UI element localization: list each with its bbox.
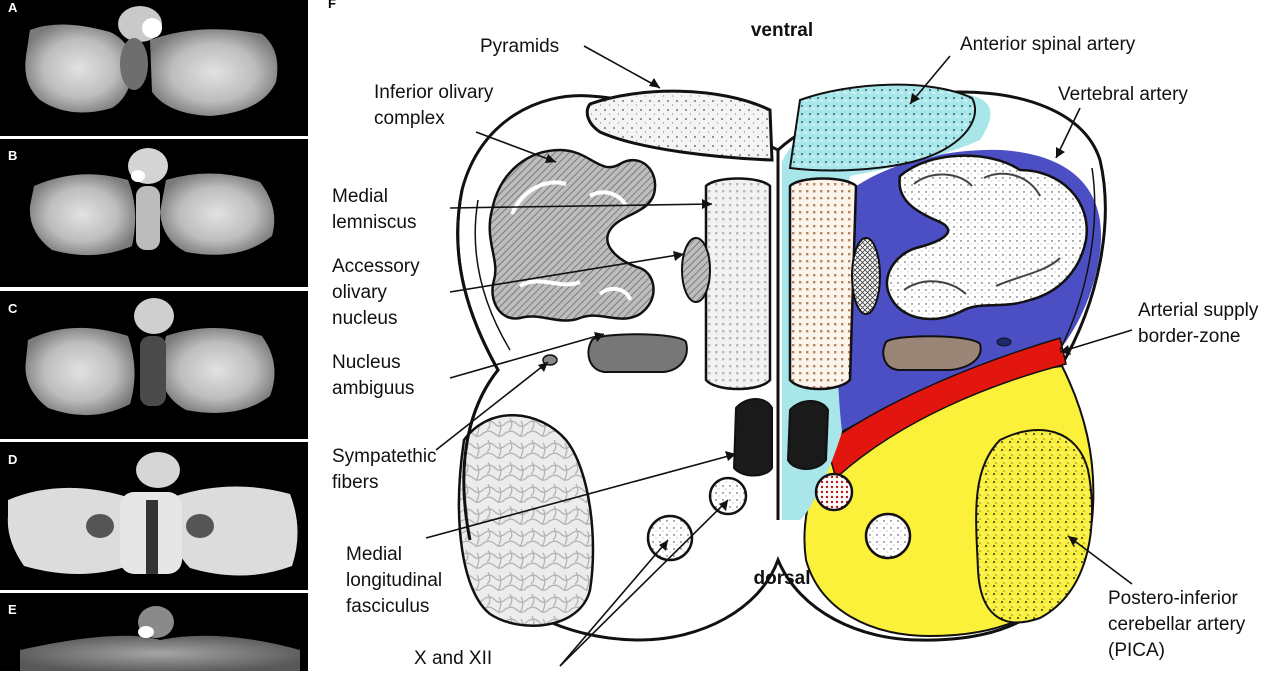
left-pyramid [585, 89, 774, 162]
panel-letter-a: A [8, 0, 18, 15]
label-accessory-olivary-2: olivary [332, 282, 387, 303]
label-border-zone-1: Arterial supply [1138, 300, 1259, 321]
label-mlf-3: fasciculus [346, 596, 429, 617]
label-pica-1: Postero-inferior [1108, 588, 1239, 609]
label-medial-lemniscus-2: lemniscus [332, 212, 416, 233]
label-vertebral-artery: Vertebral artery [1058, 84, 1188, 105]
left-mlf [732, 398, 773, 477]
right-mlf [786, 400, 830, 470]
panel-letter-c: C [8, 301, 18, 316]
right-nucleus-ambiguus [882, 335, 982, 371]
panel-letter-d: D [8, 452, 17, 467]
left-accessory-olivary-nucleus [681, 237, 711, 303]
label-accessory-olivary-3: nucleus [332, 308, 398, 329]
border-zone-band [825, 337, 1067, 480]
right-nucleus-xii [864, 512, 912, 560]
label-nucleus-ambiguus-1: Nucleus [332, 352, 401, 373]
right-sympathetic-fibers [996, 337, 1012, 347]
left-nucleus-x [708, 476, 748, 516]
label-mlf-1: Medial [346, 544, 402, 565]
leader-lines [425, 45, 1133, 667]
left-medial-lemniscus [704, 177, 772, 391]
label-sympathetic-1: Sympatethic [332, 446, 437, 467]
mri-panel-d: D [0, 442, 308, 590]
panel-letter-b: B [8, 148, 17, 163]
arrowheads [538, 78, 1078, 551]
mri-panel-a: A [0, 0, 308, 136]
label-border-zone-2: border-zone [1138, 326, 1240, 347]
right-accessory-olivary-nucleus [851, 237, 881, 315]
panel-letter-f: F [328, 0, 336, 11]
left-peduncle [457, 414, 595, 627]
right-nucleus-x [814, 472, 854, 512]
panel-letter-e: E [8, 602, 17, 617]
right-olivary-complex [885, 154, 1088, 321]
label-ventral: ventral [751, 20, 813, 41]
label-pyramids: Pyramids [480, 36, 559, 57]
right-pyramid [788, 83, 977, 172]
right-medial-lemniscus [788, 177, 858, 391]
pica-dotted-zone [975, 429, 1093, 624]
left-nucleus-xii [646, 514, 694, 562]
mri-panel-c: C [0, 291, 308, 439]
label-anterior-spinal-artery: Anterior spinal artery [960, 34, 1136, 55]
label-nucleus-ambiguus-2: ambiguus [332, 378, 414, 399]
mri-cerebellum-left [25, 24, 134, 113]
label-pica-2: cerebellar artery [1108, 614, 1246, 635]
label-inferior-olivary-1: Inferior olivary [374, 82, 494, 103]
label-accessory-olivary-1: Accessory [332, 256, 420, 277]
label-sympathetic-2: fibers [332, 472, 378, 493]
label-x-and-xii: X and XII [414, 648, 492, 669]
label-inferior-olivary-2: complex [374, 108, 445, 129]
label-medial-lemniscus-1: Medial [332, 186, 388, 207]
mri-panel-e: E [0, 593, 308, 671]
mri-panel-b: B [0, 139, 308, 287]
label-dorsal: dorsal [753, 568, 810, 589]
label-pica-3: (PICA) [1108, 640, 1165, 661]
left-nucleus-ambiguus [587, 333, 688, 373]
label-mlf-2: longitudinal [346, 570, 442, 591]
